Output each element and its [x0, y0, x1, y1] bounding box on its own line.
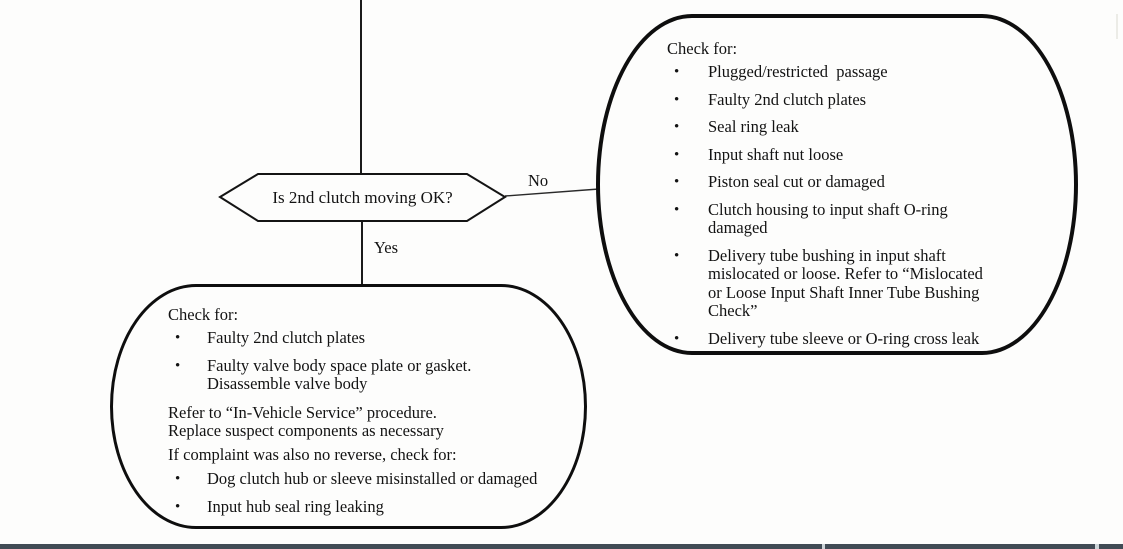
text-line: Refer to “In-Vehicle Service” procedure.	[168, 402, 437, 422]
bullet-icon: •	[674, 91, 680, 108]
text-line: or Loose Input Shaft Inner Tube Bushing	[708, 282, 980, 302]
list-item-text: Faulty 2nd clutch plates	[708, 89, 867, 110]
list-item: • Seal ring leak	[667, 117, 1044, 137]
conditional-title: If complaint was also no reverse, check …	[168, 444, 457, 464]
text-line: damaged	[708, 218, 768, 237]
bullet-icon: •	[175, 357, 181, 374]
list-item: • Faulty valve body space plate or gaske…	[168, 355, 560, 394]
text-line: Piston seal cut or damaged	[708, 172, 885, 191]
list-item-text: Clutch housing to input shaft O-ring dam…	[708, 199, 948, 238]
text-line: Seal ring leak	[708, 117, 799, 136]
text-line: Clutch housing to input shaft O-ring	[708, 199, 948, 219]
bottom-bar-gap	[1095, 544, 1099, 549]
bottom-bar	[0, 544, 1123, 549]
list-item: • Delivery tube sleeve or O-ring cross l…	[667, 328, 1044, 349]
list-item-text: Piston seal cut or damaged	[708, 172, 885, 192]
bullet-icon: •	[674, 146, 680, 163]
bullet-icon: •	[674, 174, 680, 190]
branch-label-no: No	[528, 171, 549, 190]
list-item: • Input hub seal ring leaking	[168, 496, 560, 517]
list-item-text: Seal ring leak	[708, 117, 799, 137]
bullet-icon: •	[674, 330, 680, 347]
text-line: Input shaft nut loose	[708, 144, 844, 164]
text-line: Delivery tube sleeve or O-ring cross lea…	[708, 328, 980, 348]
list-item-text: Input hub seal ring leaking	[207, 496, 384, 517]
text-line: Input hub seal ring leaking	[207, 496, 384, 516]
text-line: Delivery tube bushing in input shaft	[708, 245, 946, 265]
list-item-text: Input shaft nut loose	[708, 144, 844, 165]
yes-box-title: Check for:	[168, 305, 239, 324]
flow-line-no	[504, 188, 600, 197]
list-item-text: Delivery tube bushing in input shaft mis…	[708, 245, 983, 321]
branch-label-yes: Yes	[374, 238, 399, 257]
bullet-icon: •	[175, 330, 181, 346]
bullet-icon: •	[674, 119, 680, 135]
decision-hexagon	[218, 173, 507, 222]
text-line: Dog clutch hub or sleeve misinstalled or…	[207, 469, 538, 488]
decision-label: Is 2nd clutch moving OK?	[272, 188, 453, 207]
yes-branch-box: Check for: • Faulty 2nd clutch plates • …	[110, 284, 587, 529]
text-line: Faulty 2nd clutch plates	[708, 89, 867, 109]
text-line: Check”	[708, 301, 758, 320]
text-line: Disassemble valve body	[207, 374, 368, 393]
list-item: • Delivery tube bushing in input shaft m…	[667, 245, 1044, 321]
service-note: Refer to “In-Vehicle Service” procedure.…	[168, 402, 560, 441]
list-item: • Piston seal cut or damaged	[667, 172, 1044, 192]
bullet-icon: •	[674, 247, 680, 264]
list-item-text: Dog clutch hub or sleeve misinstalled or…	[207, 469, 538, 489]
text-line: Replace suspect components as necessary	[168, 421, 444, 440]
no-box-title: Check for:	[667, 39, 738, 58]
bottom-bar-gap	[822, 544, 825, 549]
text-line: Faulty valve body space plate or gasket.	[207, 355, 472, 375]
list-item: • Plugged/restricted passage	[667, 62, 1044, 82]
list-item: • Dog clutch hub or sleeve misinstalled …	[168, 469, 560, 489]
list-item-text: Delivery tube sleeve or O-ring cross lea…	[708, 328, 980, 349]
list-item-text: Faulty 2nd clutch plates	[207, 328, 366, 348]
bullet-icon: •	[175, 471, 181, 487]
bullet-icon: •	[175, 498, 181, 515]
list-item: • Faulty 2nd clutch plates	[168, 328, 560, 348]
list-item: • Faulty 2nd clutch plates	[667, 89, 1044, 110]
bullet-icon: •	[674, 64, 680, 80]
text-line: mislocated or loose. Refer to “Mislocate…	[708, 264, 983, 283]
text-line: Faulty 2nd clutch plates	[207, 328, 366, 347]
bullet-icon: •	[674, 201, 680, 218]
list-item-text: Plugged/restricted passage	[708, 62, 888, 82]
text-line: Plugged/restricted passage	[708, 62, 888, 81]
no-branch-box: Check for: • Plugged/restricted passage …	[596, 14, 1078, 355]
list-item: • Clutch housing to input shaft O-ring d…	[667, 199, 1044, 238]
list-item-text: Faulty valve body space plate or gasket.…	[207, 355, 472, 394]
scrollbar-fragment	[1116, 14, 1118, 39]
list-item: • Input shaft nut loose	[667, 144, 1044, 165]
